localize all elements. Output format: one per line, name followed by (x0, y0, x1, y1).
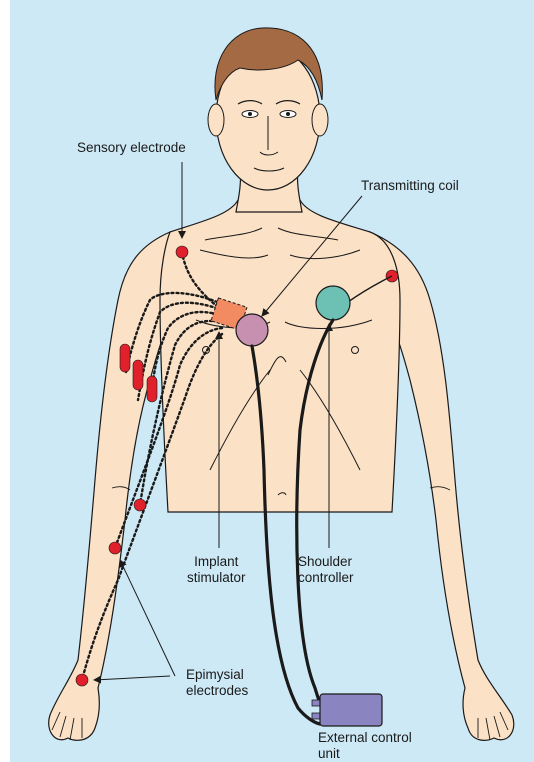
label-epimysial-line2: electrodes (186, 683, 248, 699)
sensory-electrode-dot (176, 246, 188, 258)
label-implant-line2: stimulator (187, 570, 246, 586)
external-control-unit (312, 694, 382, 726)
epimysial-electrode (147, 376, 157, 402)
label-shoulder-line1: Shoulder (298, 554, 354, 570)
label-external-control-unit: External control unit (318, 730, 412, 762)
label-shoulder-line2: controller (298, 570, 354, 586)
label-epimysial-line1: Epimysial (186, 667, 248, 683)
epimysial-electrode (134, 499, 146, 511)
label-implant-line1: Implant (187, 554, 246, 570)
head (208, 28, 328, 190)
label-implant-stimulator: Implant stimulator (187, 554, 246, 586)
transmitting-coil (236, 314, 268, 346)
epimysial-electrode (120, 344, 130, 372)
epimysial-electrode (76, 674, 88, 686)
epimysial-electrode (133, 360, 143, 390)
label-transmitting-coil: Transmitting coil (361, 178, 459, 194)
label-external-line1: External control (318, 730, 412, 746)
epimysial-electrode (109, 542, 121, 554)
label-shoulder-controller: Shoulder controller (298, 554, 354, 586)
label-epimysial-electrodes: Epimysial electrodes (186, 667, 248, 699)
label-external-line2: unit (318, 746, 412, 762)
label-sensory-electrode: Sensory electrode (77, 140, 186, 156)
shoulder-controller (316, 286, 350, 320)
